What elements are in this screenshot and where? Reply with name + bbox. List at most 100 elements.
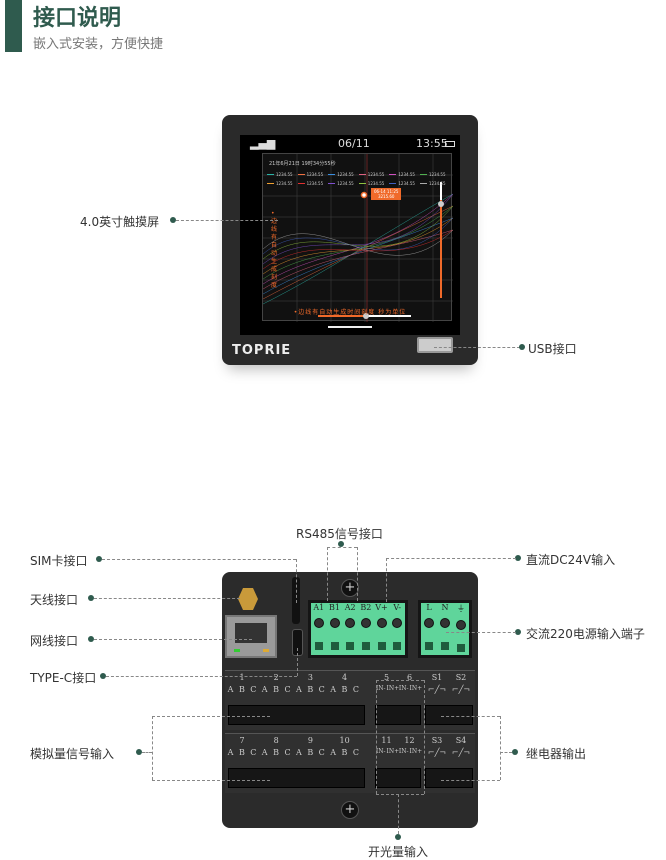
channel-label: B [307, 685, 314, 694]
wire-slot [330, 642, 339, 650]
legend-value: 1234.55 [428, 181, 446, 186]
terminal-plug[interactable] [228, 705, 365, 725]
status-time: 13:55 [416, 137, 448, 150]
terminal[interactable]: V+ [374, 603, 390, 655]
label-antenna: 天线接口 [30, 593, 79, 607]
terminal[interactable]: L [421, 603, 437, 655]
brand-logo: TOPRIE [232, 343, 292, 358]
legend-swatch [389, 174, 397, 175]
legend-value: 1234.55 [398, 181, 415, 186]
legend-item: 1234.55 [358, 179, 390, 188]
series-line [263, 193, 453, 285]
legend-swatch [328, 183, 336, 184]
label-touchscreen: 4.0英寸触摸屏 [80, 215, 160, 229]
channel-label: C [250, 748, 257, 757]
legend-item: 1234.55 [328, 179, 359, 188]
terminal-plug[interactable] [375, 768, 421, 788]
legend-item: 1234.55 [419, 170, 451, 179]
terminal[interactable]: A2 [342, 603, 358, 655]
legend-item: 1234.55 [267, 179, 298, 188]
tooltip-value: 3215.60 [377, 194, 395, 199]
screw-top: + [341, 579, 359, 597]
relay-contact-icon: ⌐╱¬ [451, 748, 471, 757]
terminal-label: B2 [360, 603, 372, 612]
channel-label: A [296, 748, 302, 757]
relay-contact-icon: ⌐╱¬ [427, 748, 447, 757]
channel-label: C [318, 685, 325, 694]
channel-label: B [238, 685, 245, 694]
label-relay: 继电器输出 [526, 747, 587, 761]
wire-slot [361, 642, 370, 650]
wire-slot [441, 642, 449, 650]
legend-item: 1234.55 [328, 170, 359, 179]
terminal-plug[interactable] [425, 768, 473, 788]
wire-slot [425, 642, 433, 650]
channel-label: A [261, 685, 268, 694]
status-date: 06/11 [338, 137, 370, 150]
terminal-plug[interactable] [375, 705, 421, 725]
leader-line [434, 347, 520, 348]
legend-value: 1234.55 [276, 181, 293, 186]
legend-swatch [297, 183, 305, 184]
group: 1 [239, 673, 245, 682]
label-switch-input: 开光量输入 [368, 845, 429, 859]
relay-group: S4 [455, 736, 467, 745]
antenna-connector[interactable] [238, 588, 258, 610]
terminal[interactable]: N [437, 603, 453, 655]
label-dc24v: 直流DC24V输入 [526, 553, 616, 567]
group: 6 [406, 673, 413, 682]
terminal-plug[interactable] [425, 705, 473, 725]
y-axis-note: •边线有自动生成刻度 [271, 210, 278, 289]
touchscreen[interactable]: ▂▄▆ 06/11 13:55 21年6月21日 19时34分55秒 1234.… [240, 135, 460, 335]
channel-label: A [330, 685, 336, 694]
terminal[interactable]: V- [389, 603, 405, 655]
channel-label: C [250, 685, 257, 694]
legend-item: 1234.55 [267, 170, 298, 179]
group: 5 [383, 673, 390, 682]
ethernet-port[interactable] [225, 615, 277, 658]
usb-port[interactable] [417, 337, 453, 353]
legend-swatch [267, 174, 274, 175]
terminal-plug[interactable] [228, 768, 365, 788]
screw-icon [440, 618, 450, 628]
screw-icon [313, 618, 324, 628]
legend-item: 1234.55 [419, 179, 451, 188]
series-line [263, 205, 453, 280]
relay-contact-icon: ⌐╱¬ [451, 685, 471, 694]
channel-label: B [273, 685, 280, 694]
wire-slot [346, 642, 355, 650]
legend-value: 1234.55 [337, 181, 354, 186]
legend-swatch [358, 174, 366, 175]
battery-icon [445, 141, 455, 147]
screw-icon [376, 618, 387, 628]
home-indicator[interactable] [328, 326, 372, 328]
channel-label: A [227, 685, 234, 694]
channel-label: C [352, 685, 359, 694]
wire-slot [457, 644, 465, 652]
relay-group: S3 [431, 736, 443, 745]
terminal[interactable]: B1 [327, 603, 343, 655]
terminal[interactable]: A1 [311, 603, 327, 655]
legend-value: 1234.55 [306, 181, 324, 186]
terminal[interactable]: ⏚ [453, 603, 469, 655]
terminal-label: L [426, 603, 432, 612]
legend-value: 1234.55 [306, 172, 324, 177]
wire-slot [377, 642, 386, 650]
legend-item: 1234.55 [297, 170, 329, 179]
legend-value: 1234.55 [428, 172, 446, 177]
screw-bottom: + [341, 801, 359, 819]
label-dot [519, 344, 525, 350]
channel-label: B [341, 748, 348, 757]
leader-line [176, 220, 278, 221]
chart-canvas [263, 154, 453, 322]
channel-label: IN+ [386, 748, 400, 755]
legend-swatch [358, 183, 366, 184]
label-typec: TYPE-C接口 [30, 671, 97, 685]
terminal[interactable]: B2 [358, 603, 374, 655]
screw-icon [345, 618, 356, 628]
